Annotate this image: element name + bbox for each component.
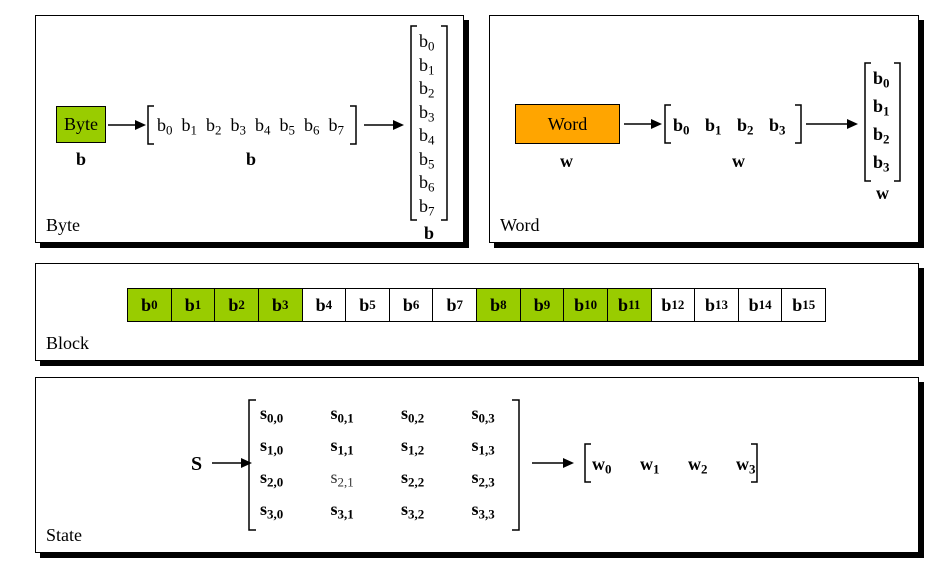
state-matrix-entry: s2,3 [471,467,495,490]
arrow-icon [806,119,858,129]
word-col-byte: b0 [873,68,890,91]
byte-col-caption: b [424,223,435,243]
word-row-byte: b3 [769,115,786,138]
word-box-label: Word [547,113,588,134]
state-matrix-entry: s1,3 [471,435,495,458]
arrow-icon [624,119,662,129]
word-row-caption: w [732,151,745,171]
byte-row-bit: b5 [279,115,295,138]
arrow-icon [212,458,252,468]
left-bracket [410,25,417,221]
byte-col-bit: b3 [419,101,435,125]
right-bracket [795,104,802,144]
state-matrix-entry: s3,1 [330,499,354,522]
left-bracket [664,104,671,144]
state-panel-label: State [46,525,82,545]
arrow-icon [364,120,404,130]
byte-panel-label: Byte [46,215,80,235]
byte-row-bit: b7 [328,115,344,138]
left-bracket [584,443,591,483]
byte-row-bit: b0 [157,115,173,138]
state-matrix-entry: s3,0 [260,499,284,522]
state-matrix-entry: s0,3 [471,403,495,426]
byte-col-bit: b1 [419,54,435,78]
byte-box-caption: b [76,149,87,169]
byte-col-bit: b6 [419,172,435,195]
byte-row-bit: b4 [255,115,271,138]
byte-panel: Byte [35,15,464,243]
state-word: w3 [736,454,756,477]
left-bracket [147,105,154,145]
word-col-byte: b2 [873,124,890,147]
state-matrix-entry: s2,1 [330,467,354,490]
byte-box-label: Byte [64,114,98,134]
state-matrix-entry: s3,3 [471,499,495,522]
byte-col-bit: b7 [419,195,435,219]
byte-col-bit: b4 [419,125,435,148]
right-bracket [894,62,901,182]
byte-box: Byte [56,106,106,143]
state-panel: State [35,377,919,553]
state-matrix-entry: s1,1 [330,435,354,458]
state-matrix-entry: s1,0 [260,435,284,458]
state-word: w1 [640,454,660,477]
word-row-byte: b2 [737,115,754,138]
word-box-caption: w [560,151,573,171]
word-row-byte: b1 [705,115,722,138]
arrow-icon [108,120,146,130]
state-matrix-entry: s0,2 [401,403,425,426]
byte-row-bit: b1 [181,115,197,138]
state-symbol: S [191,453,203,475]
word-box: Word [515,104,620,144]
byte-col-bit: b5 [419,148,435,172]
word-panel-label: Word [500,215,540,235]
right-bracket [751,443,758,483]
right-bracket [512,399,520,531]
byte-row-bit: b6 [304,115,320,138]
byte-row-caption: b [246,149,257,169]
block-panel-label: Block [46,333,89,353]
state-word: w0 [592,454,612,477]
state-matrix-entry: s1,2 [401,435,425,458]
word-col-byte: b3 [873,152,890,175]
byte-row-bit: b2 [206,115,222,138]
state-matrix-entry: s2,2 [401,467,425,490]
word-col-byte: b1 [873,96,890,119]
right-bracket [441,25,448,221]
state-word: w2 [688,454,708,477]
state-matrix-entry: s2,0 [260,467,284,490]
left-bracket [248,399,256,531]
state-matrix-entry: s0,1 [330,403,354,426]
state-matrix-entry: s3,2 [401,499,425,522]
right-bracket [350,105,357,145]
left-bracket [864,62,871,182]
word-row-byte: b0 [673,115,690,138]
arrow-icon [532,458,574,468]
byte-col-bit: b2 [419,78,435,101]
word-col-caption: w [876,183,889,203]
byte-col-bit: b0 [419,31,435,54]
state-matrix-entry: s0,0 [260,403,284,426]
byte-row-bit: b3 [230,115,246,138]
